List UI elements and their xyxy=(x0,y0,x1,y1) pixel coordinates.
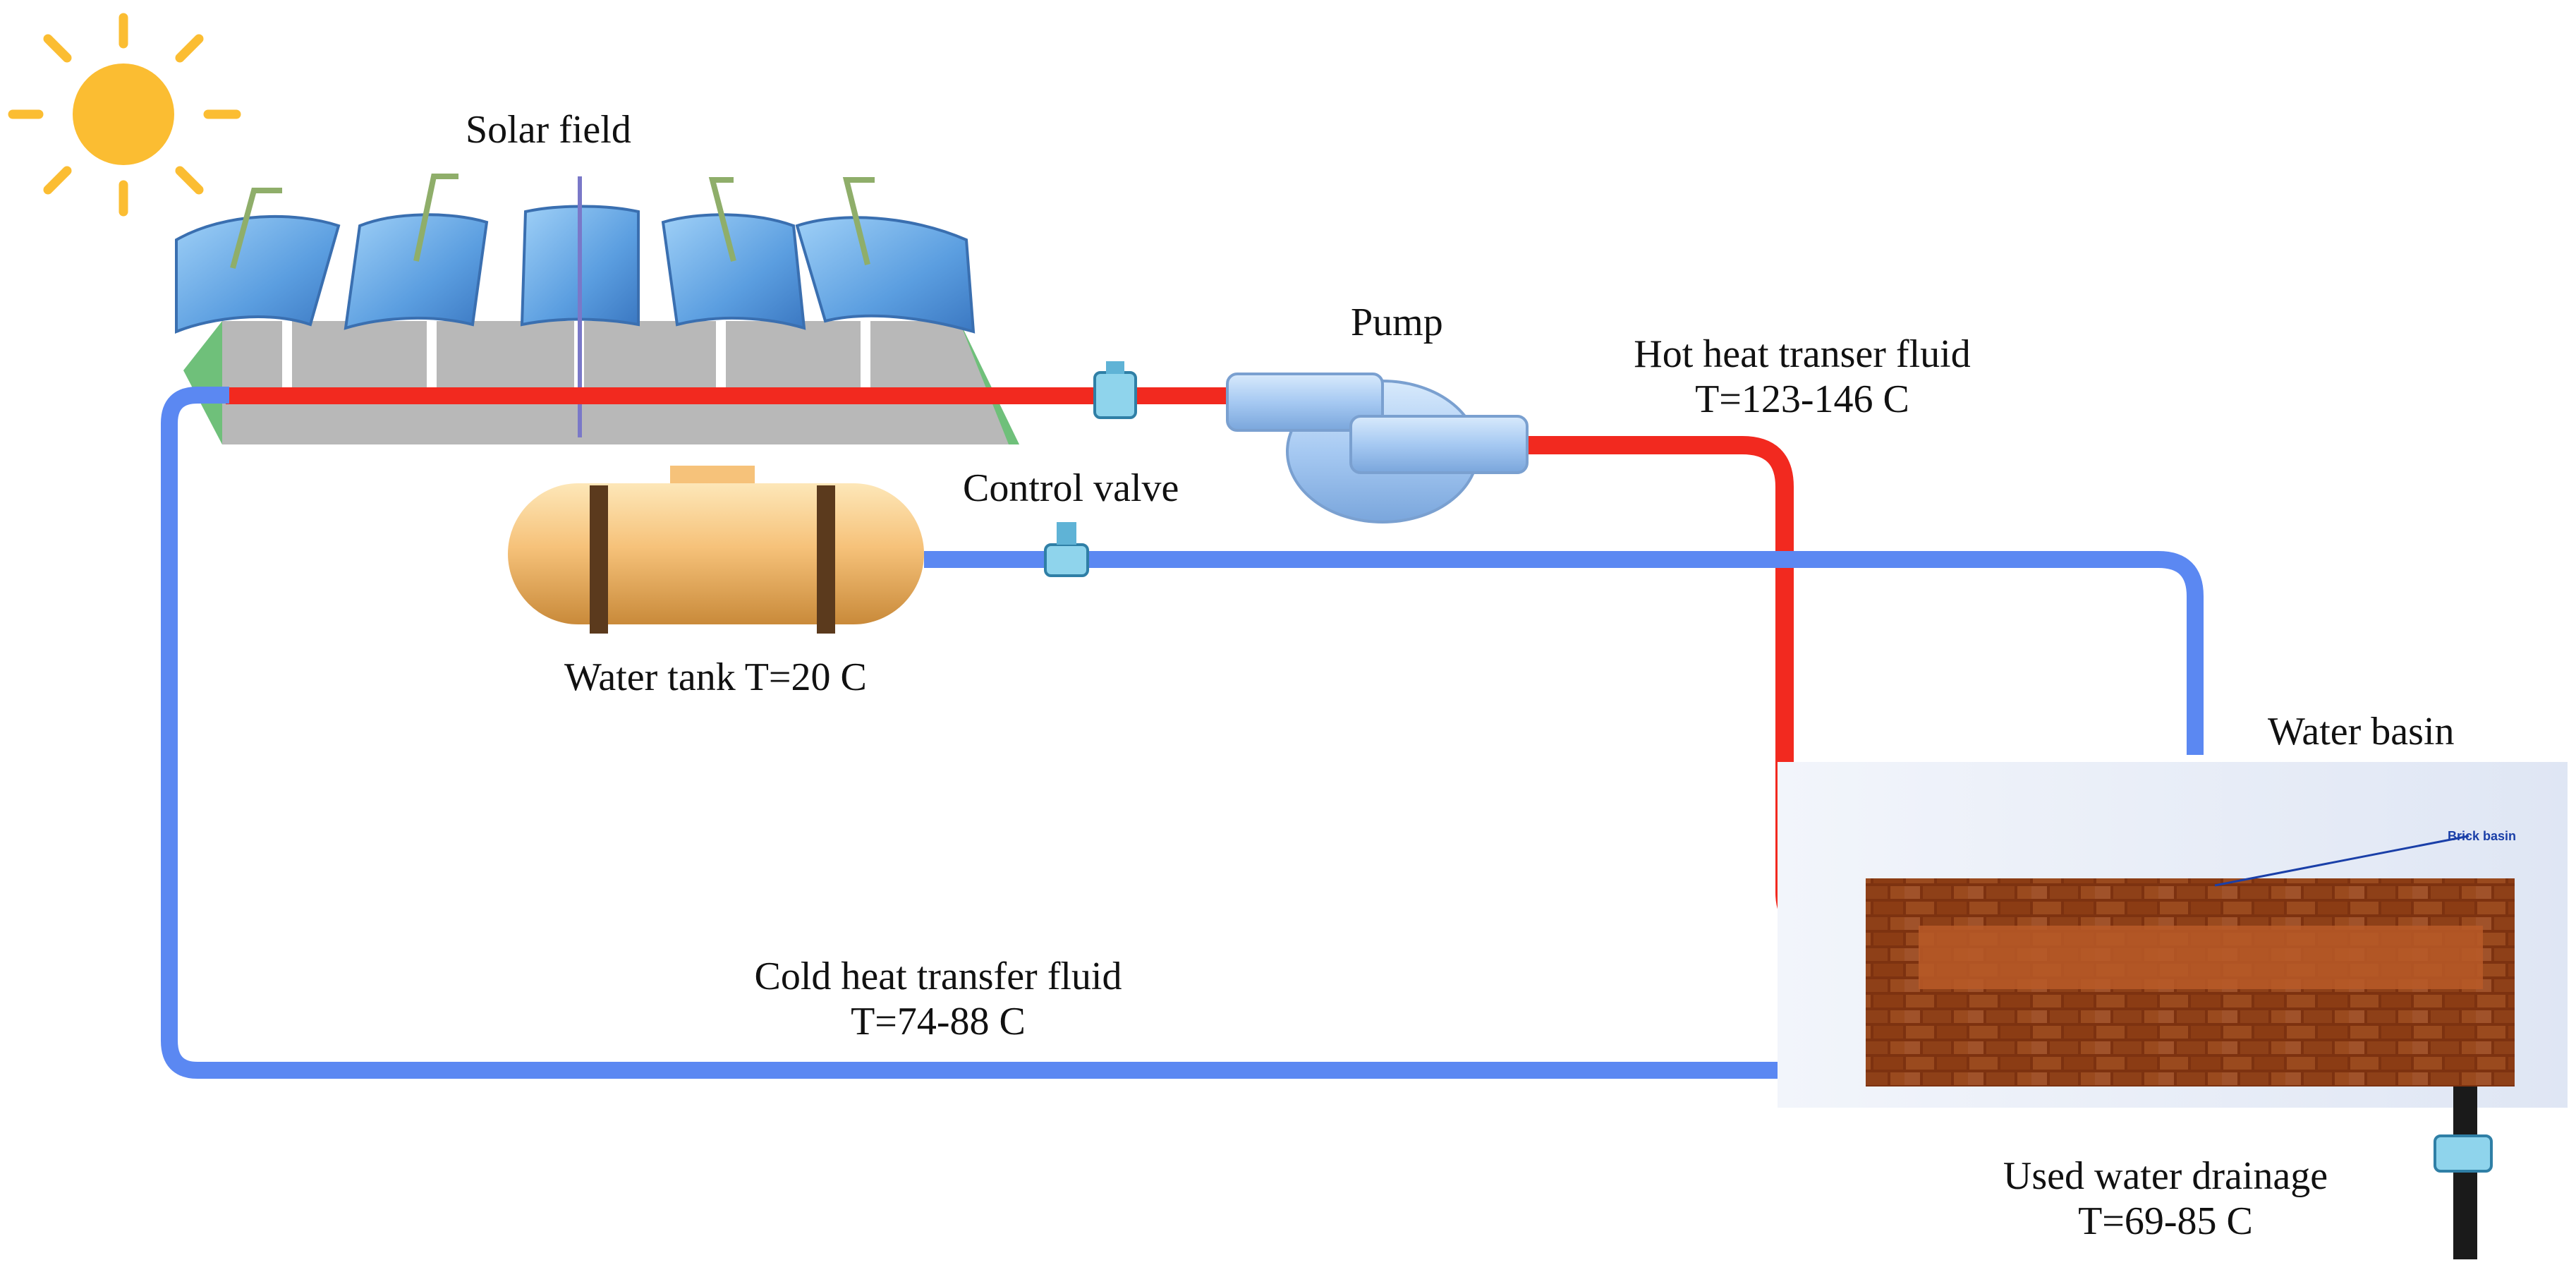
solar-collector-5 xyxy=(795,177,976,388)
solar-field-label: Solar field xyxy=(466,108,631,152)
solar-field xyxy=(175,174,1019,444)
water-basin-label: Water basin xyxy=(2268,710,2455,753)
hot-pipe-solar-to-pump xyxy=(226,387,1227,404)
water-tank-icon xyxy=(508,466,924,634)
solar-collector-2 xyxy=(344,174,489,388)
pump-icon xyxy=(1226,373,1529,523)
drainage-title: Used water drainage xyxy=(2003,1154,2328,1198)
hot-fluid-temp: T=123-146 C xyxy=(1695,377,1909,422)
drainage-label: Used water drainage T=69-85 C xyxy=(1947,1154,2384,1245)
water-basin xyxy=(1778,762,2568,1108)
cold-fluid-title: Cold heat transfer fluid xyxy=(754,955,1122,998)
hot-fluid-label: Hot heat transer fluid T=123-146 C xyxy=(1584,332,2021,423)
cold-fluid-temp: T=74-88 C xyxy=(851,1000,1026,1044)
sun-icon xyxy=(8,13,241,217)
pump-label: Pump xyxy=(1351,301,1443,344)
cold-fluid-label: Cold heat transfer fluid T=74-88 C xyxy=(677,954,1199,1045)
solar-collector-4 xyxy=(661,177,806,388)
drainage-pipe xyxy=(2434,1087,2493,1259)
hot-fluid-title: Hot heat transer fluid xyxy=(1634,332,1971,376)
control-valve-icon xyxy=(1044,522,1089,577)
water-tank-label: Water tank T=20 C xyxy=(564,655,867,699)
flow-valve-icon xyxy=(1093,361,1137,419)
control-valve-label: Control valve xyxy=(963,466,1179,510)
cold-return-pipe xyxy=(161,387,1855,1079)
brick-basin-label: Brick basin xyxy=(2448,829,2517,843)
solar-field-ground xyxy=(222,321,1019,444)
solar-collector-1 xyxy=(175,188,341,388)
drainage-temp: T=69-85 C xyxy=(2078,1199,2253,1244)
tank-supply-pipe xyxy=(924,551,2204,755)
